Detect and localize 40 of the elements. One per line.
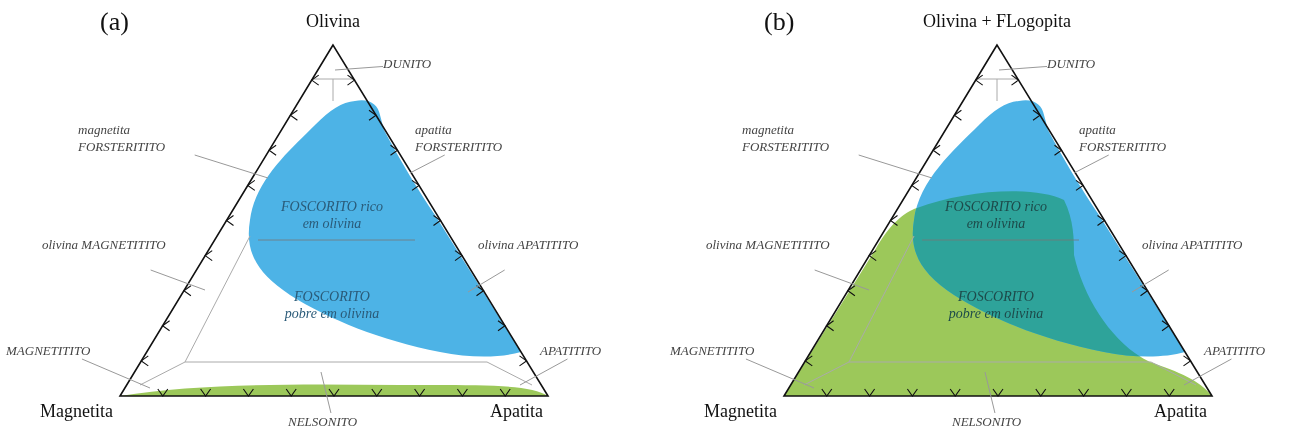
vertex-label: Apatita: [490, 400, 544, 423]
rock-name-label: MAGNETITITO: [670, 342, 782, 359]
rock-name-label: NELSONITO: [288, 413, 378, 430]
vertex-label: Olivina + FLogopita: [921, 10, 1073, 33]
leader-line: [519, 358, 568, 386]
leader-line: [150, 269, 206, 291]
rock-name-label: APATITITO: [1204, 342, 1290, 359]
leader-line: [334, 65, 384, 71]
rock-name-label: NELSONITO: [952, 413, 1042, 430]
vertex-label: Magnetita: [40, 400, 114, 423]
vertex-label: Apatita: [1154, 400, 1208, 423]
rock-name-label: olivina APATITITO: [1142, 236, 1252, 270]
panel-label: (b): [764, 6, 796, 38]
vertex-label: Olivina: [305, 10, 361, 33]
rock-name-label: apatita FORSTERITITO: [1079, 121, 1204, 155]
leader-line: [814, 269, 870, 291]
rock-name-label: apatita FORSTERITITO: [415, 121, 540, 155]
rock-name-label: magnetita FORSTERITITO: [78, 121, 203, 155]
rock-name-label: olivina APATITITO: [478, 236, 588, 270]
rock-name-label: olivina MAGNETITITO: [42, 236, 167, 270]
field-label: FOSCORITO rico em olivina: [944, 198, 1048, 232]
field-label: FOSCORITO rico em olivina: [280, 198, 384, 232]
leader-line: [745, 358, 815, 389]
leader-line: [1131, 269, 1170, 293]
rock-name-label: magnetita FORSTERITITO: [742, 121, 867, 155]
vertex-label: Magnetita: [704, 400, 778, 423]
rock-name-label: MAGNETITITO: [6, 342, 118, 359]
panel-label: (a): [100, 6, 130, 38]
rock-name-label: APATITITO: [540, 342, 626, 359]
leader-line: [998, 65, 1048, 71]
leader-line: [1073, 154, 1110, 174]
leader-line: [194, 154, 269, 179]
leader-line: [409, 154, 446, 174]
leader-line: [467, 269, 506, 293]
rock-name-label: olivina MAGNETITITO: [706, 236, 831, 270]
leader-line: [1183, 358, 1232, 386]
rock-name-label: DUNITO: [1047, 55, 1127, 72]
rock-name-label: DUNITO: [383, 55, 463, 72]
leader-line: [858, 154, 933, 179]
leader-line: [81, 358, 151, 389]
